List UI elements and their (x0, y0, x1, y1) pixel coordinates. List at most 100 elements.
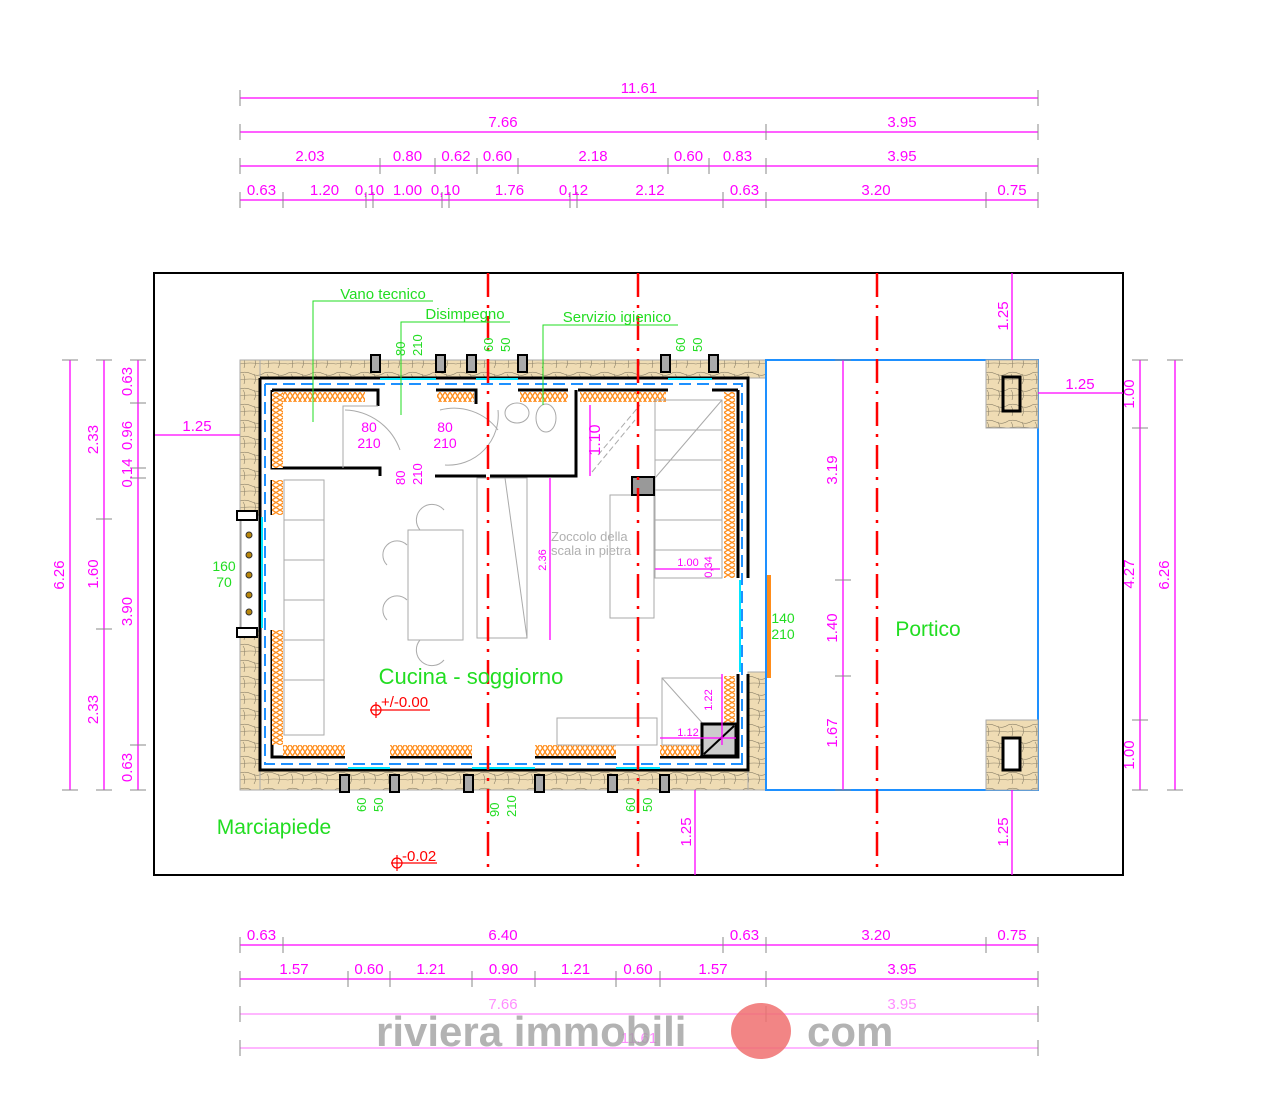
room-label-disimpegno: Disimpegno (425, 306, 504, 323)
note-stair-base: Zoccolo della (551, 529, 628, 544)
portico-pillars (985, 359, 1039, 791)
membrane-line (264, 383, 743, 770)
opening-size: 80 (361, 419, 377, 435)
dimension-label: 2.33 (85, 425, 102, 454)
note-stair-base: scala in pietra (551, 543, 632, 558)
porch-door-frame (767, 575, 771, 678)
dimension-label: 0.60 (483, 148, 512, 165)
leader-lines (312, 300, 678, 422)
opening-size: 60 (354, 798, 369, 812)
dimension-label: 7.66 (488, 114, 517, 131)
dimension-label: 7.66 (488, 996, 517, 1013)
walls (258, 376, 750, 772)
dimension-label: 1.25 (1065, 376, 1094, 393)
dimension-label: 3.19 (824, 455, 841, 484)
opening-size: 50 (498, 338, 513, 352)
opening-size: 210 (410, 463, 425, 485)
opening-size: 60 (623, 798, 638, 812)
dimension-label: 11.61 (621, 80, 657, 97)
corner-flue (700, 722, 738, 758)
dimension-label: 1.00 (1121, 740, 1138, 769)
windows (261, 378, 741, 769)
dimension-label: 0,10 (431, 182, 460, 199)
opening-size: 210 (357, 435, 381, 451)
dimension-label: 2.33 (85, 695, 102, 724)
opening-size: 210 (504, 795, 519, 817)
dimension-label: 0,10 (355, 182, 384, 199)
dimension-label: 1.67 (824, 718, 841, 747)
dimension-label: 3.20 (861, 927, 890, 944)
dimension-label: 11.61 (621, 1030, 657, 1047)
dimension-label: 1.57 (279, 961, 308, 978)
opening-size: 90 (487, 803, 502, 817)
dimension-label: 0.75 (997, 182, 1026, 199)
watermark-right: com (807, 1008, 893, 1055)
dimension-label: 3.95 (887, 114, 916, 131)
dimension-label: 1.12 (677, 727, 698, 739)
opening-size: 160 (212, 558, 236, 574)
dimension-label: 0.60 (674, 148, 703, 165)
watermark-left: riviera immobili (376, 1008, 686, 1055)
dimension-label: 3.90 (119, 597, 136, 626)
chimney-flue (631, 476, 655, 496)
dimension-label: 1.00 (393, 182, 422, 199)
window-grille (245, 531, 253, 616)
dimension-label: 1.25 (995, 301, 1012, 330)
dimension-label: 0.14 (119, 458, 136, 487)
room-label-vano-tecnico: Vano tecnico (340, 286, 426, 303)
dimension-label: 1.25 (995, 817, 1012, 846)
dimension-label: 3.20 (861, 182, 890, 199)
dimension-label: 1.21 (561, 961, 590, 978)
dimension-label: 2.18 (578, 148, 607, 165)
opening-size: 50 (690, 338, 705, 352)
dimension-lines (69, 97, 1176, 1049)
dimension-label: 6.40 (488, 927, 517, 944)
opening-size: 70 (216, 574, 232, 590)
dimension-label: 2.03 (295, 148, 324, 165)
room-label-portico: Portico (895, 618, 960, 641)
dimension-label: 1.21 (416, 961, 445, 978)
dimension-label: 1.22 (703, 689, 715, 710)
dimension-label: 1.25 (182, 418, 211, 435)
dimension-label: 1.20 (310, 182, 339, 199)
opening-size: 210 (410, 334, 425, 356)
dimension-label: 1.25 (678, 817, 695, 846)
dimension-label: 0.62 (441, 148, 470, 165)
opening-size: 80 (393, 471, 408, 485)
opening-size: 140 (771, 610, 795, 626)
shutters (236, 354, 719, 793)
watermark: riviera immobili com (376, 1003, 893, 1059)
dimension-label: 0.63 (247, 927, 276, 944)
dimension-label: 0.63 (119, 753, 136, 782)
level-sidewalk: -0.02 (402, 848, 436, 865)
level-marker-icon (391, 855, 437, 871)
furniture (283, 399, 723, 746)
dimension-label: 0.63 (730, 182, 759, 199)
watermark-dot (731, 1003, 791, 1059)
opening-size: 50 (640, 798, 655, 812)
room-label-servizio-igienico: Servizio igienico (563, 309, 671, 326)
dimension-label: 1.40 (824, 613, 841, 642)
dimension-label: 0.75 (997, 927, 1026, 944)
dimension-label: 2.12 (635, 182, 664, 199)
opening-size: 210 (433, 435, 457, 451)
level-floor: +/-0.00 (381, 694, 428, 711)
opening-size: 80 (437, 419, 453, 435)
dimension-label: 1.57 (698, 961, 727, 978)
dimension-label: 1.60 (85, 559, 102, 588)
dimension-label: 2.36 (537, 549, 549, 570)
dimension-label: 0.63 (119, 367, 136, 396)
dimension-label: 0,34 (703, 556, 715, 577)
dimension-label: 6.26 (1156, 560, 1173, 589)
dimension-label: 3.95 (887, 148, 916, 165)
dimension-label: 1.10 (587, 424, 604, 455)
dimension-label: 1.00 (1121, 379, 1138, 408)
room-label-cucina-soggiorno: Cucina - soggiorno (379, 664, 564, 689)
dimension-label: 0.96 (119, 421, 136, 450)
portico-outline (765, 359, 1039, 791)
dimension-label: 1.00 (677, 557, 698, 569)
room-label-marciapiede: Marciapiede (217, 816, 331, 839)
dimension-label: 0.63 (247, 182, 276, 199)
opening-size: 60 (481, 338, 496, 352)
